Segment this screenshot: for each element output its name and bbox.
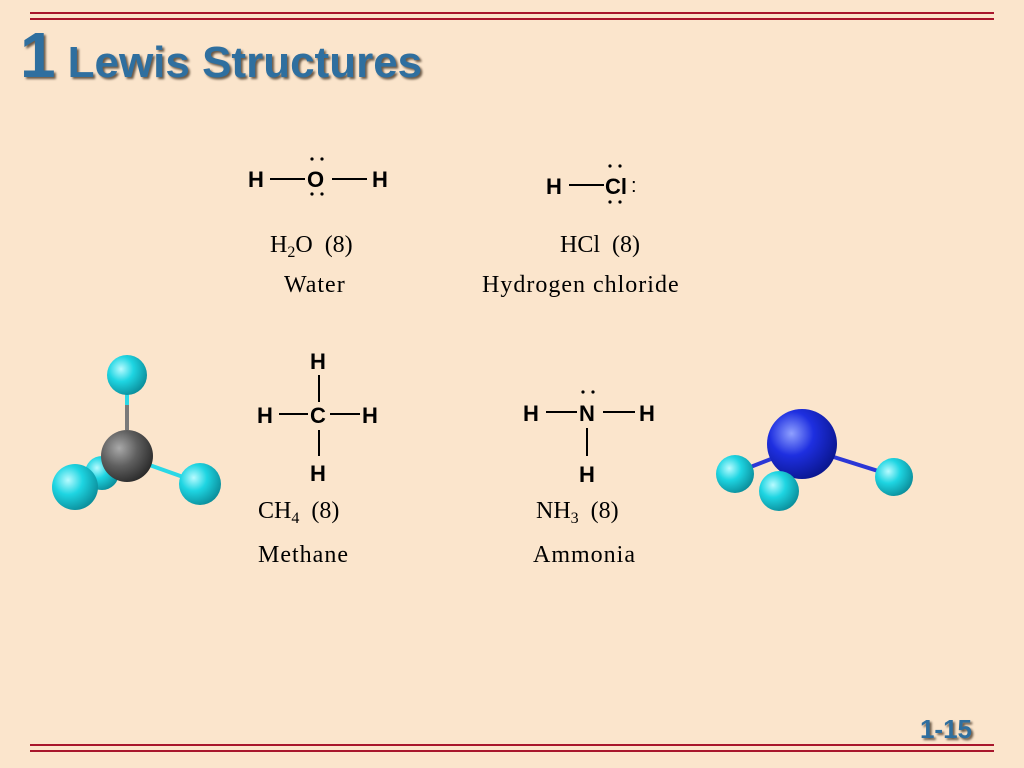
- hcl-lone-pair-bottom-2: [618, 200, 622, 204]
- methane-name: Methane: [258, 542, 349, 568]
- water-lone-pair-bottom-2: [320, 192, 324, 196]
- hcl-formula: HCl (8): [560, 232, 640, 258]
- title-number: 1: [20, 19, 56, 91]
- hcl-lewis-structure: H Cl :: [546, 164, 637, 204]
- ammonia-h-left: H: [523, 401, 539, 426]
- water-o: O: [307, 167, 324, 192]
- bottom-rule-1: [30, 744, 994, 746]
- hcl-cl: Cl: [605, 174, 627, 199]
- hcl-colon: :: [631, 175, 637, 197]
- ammonia-lone-pair-1: [581, 390, 585, 394]
- methane-model-h-top: [107, 355, 147, 395]
- methane-model-h-right: [179, 463, 221, 505]
- water-lewis-structure: H O H: [248, 157, 388, 196]
- methane-h-left: H: [257, 403, 273, 428]
- water-lone-pair-top-1: [310, 157, 314, 161]
- ammonia-lewis-structure: H N H H: [523, 390, 655, 487]
- ammonia-model-h-front: [759, 471, 799, 511]
- page-number: 1-15: [919, 714, 972, 744]
- methane-h-right: H: [362, 403, 378, 428]
- water-h-left: H: [248, 167, 264, 192]
- methane-h-bottom: H: [310, 461, 326, 486]
- ammonia-h-right: H: [639, 401, 655, 426]
- methane-model-carbon: [101, 430, 153, 482]
- methane-lewis-structure: H H C H H: [257, 349, 378, 486]
- water-lone-pair-bottom-1: [310, 192, 314, 196]
- methane-3d-model: [52, 355, 221, 510]
- top-rule-1: [30, 12, 994, 14]
- ammonia-name: Ammonia: [533, 542, 636, 568]
- ammonia-h-bottom: H: [579, 462, 595, 487]
- ammonia-model-nitrogen: [767, 409, 837, 479]
- ammonia-n: N: [579, 401, 595, 426]
- title-text: Lewis Structures: [67, 38, 423, 87]
- ammonia-model-h-right: [875, 458, 913, 496]
- water-name: Water: [284, 272, 346, 298]
- methane-formula: CH4 (8): [258, 498, 340, 527]
- ammonia-model-h-left: [716, 455, 754, 493]
- ammonia-lone-pair-2: [591, 390, 595, 394]
- water-formula: H2O (8): [270, 232, 353, 261]
- bottom-rule-2: [30, 750, 994, 752]
- top-rule-2: [30, 18, 994, 20]
- hcl-lone-pair-bottom-1: [608, 200, 612, 204]
- ammonia-3d-model: [716, 409, 913, 511]
- methane-c: C: [310, 403, 326, 428]
- hcl-lone-pair-top-1: [608, 164, 612, 168]
- methane-model-h-left: [52, 464, 98, 510]
- hcl-name: Hydrogen chloride: [482, 272, 680, 298]
- hcl-h: H: [546, 174, 562, 199]
- methane-h-top: H: [310, 349, 326, 374]
- water-lone-pair-top-2: [320, 157, 324, 161]
- hcl-lone-pair-top-2: [618, 164, 622, 168]
- ammonia-formula: NH3 (8): [536, 498, 619, 527]
- water-h-right: H: [372, 167, 388, 192]
